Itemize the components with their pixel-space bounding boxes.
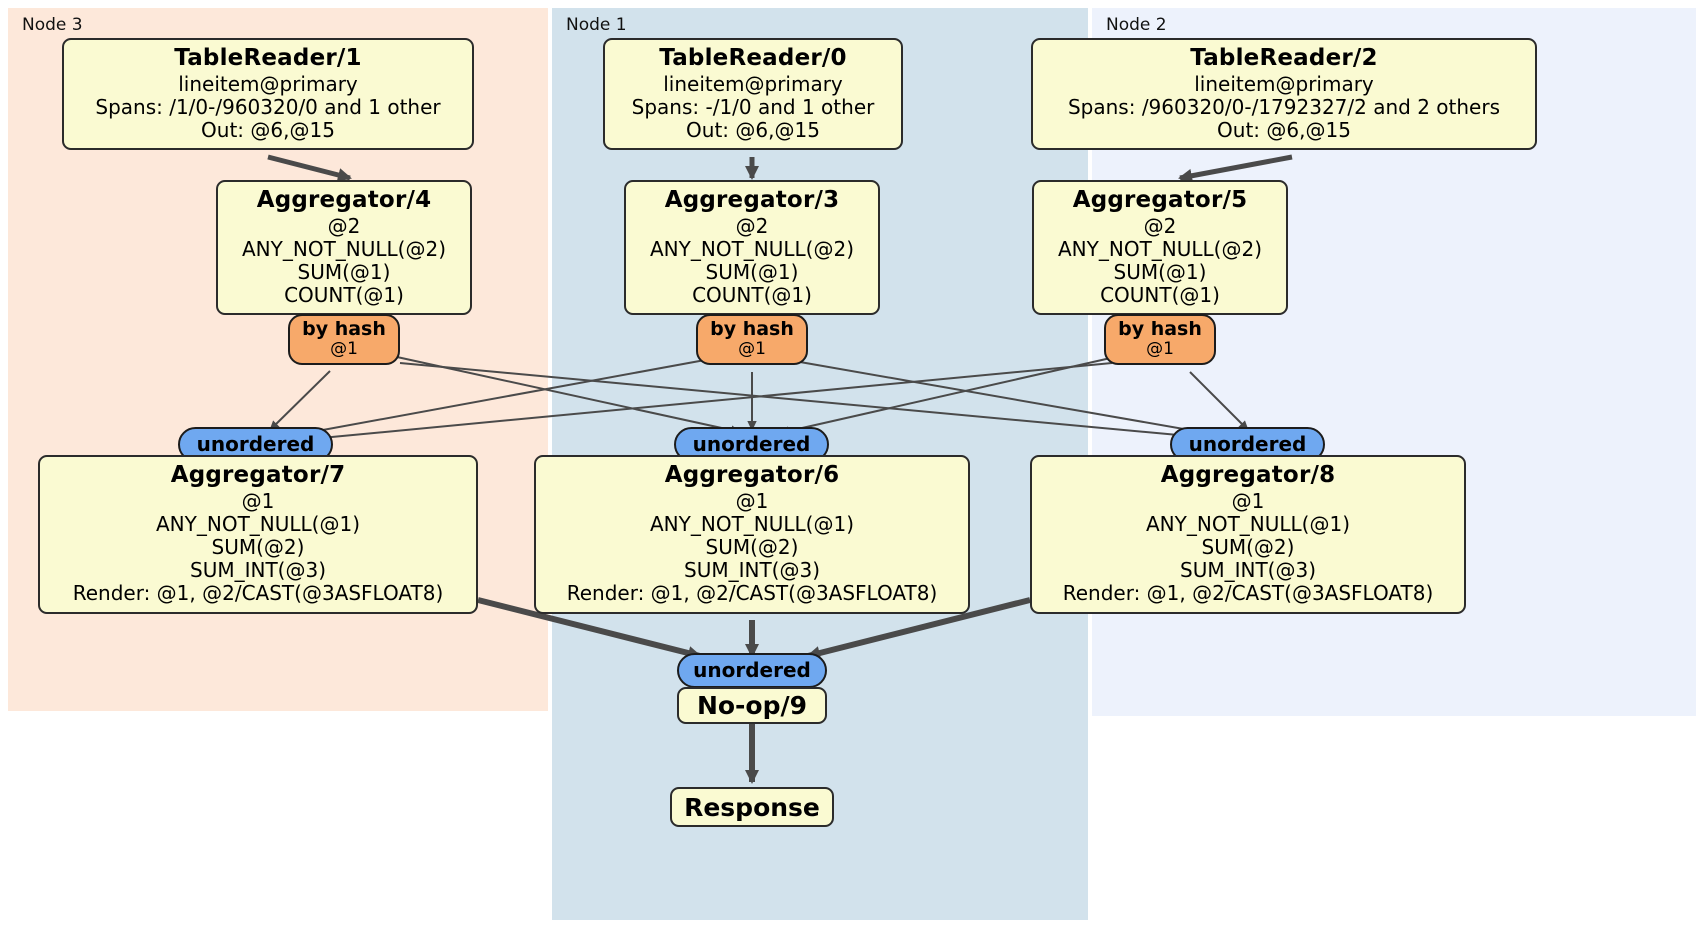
processor-response[interactable]: Response xyxy=(670,787,834,827)
processor-line: lineitem@primary xyxy=(663,71,843,96)
processor-line: lineitem@primary xyxy=(1194,71,1374,96)
processor-line: COUNT(@1) xyxy=(284,283,404,308)
edge-aggregator8-to-unordered-final xyxy=(806,597,1031,660)
node-label-node2: Node 2 xyxy=(1106,15,1167,35)
router-type-label: unordered xyxy=(1188,432,1307,456)
processor-line: Out: @6,@15 xyxy=(686,118,820,143)
processor-line: Spans: -/1/0 and 1 other xyxy=(631,94,875,119)
processor-title: TableReader/2 xyxy=(1190,45,1378,71)
processor-line: SUM_INT(@3) xyxy=(684,558,820,583)
processor-aggregator8[interactable]: Aggregator/8 @1 ANY_NOT_NULL(@1) SUM(@2)… xyxy=(1030,455,1466,614)
edge-hash-center-to-unordered-right xyxy=(799,361,1219,439)
router-type-label: unordered xyxy=(692,432,811,456)
processor-line: lineitem@primary xyxy=(178,71,358,96)
edge-hash-right-to-unordered-left xyxy=(299,362,1113,444)
processor-line: Spans: /960320/0-/1792327/2 and 2 others xyxy=(1067,94,1500,119)
edge-hash-center-to-unordered-left xyxy=(289,359,706,440)
router-unordered-final[interactable]: unordered xyxy=(677,653,827,689)
processor-line: @1 xyxy=(735,488,769,513)
processor-noop9[interactable]: No-op/9 xyxy=(677,687,827,724)
processor-line: SUM(@1) xyxy=(705,260,799,285)
processor-line: SUM(@1) xyxy=(297,260,391,285)
router-type-label: unordered xyxy=(196,432,315,456)
processor-title: Aggregator/4 xyxy=(256,187,432,213)
processor-line: SUM(@1) xyxy=(1113,260,1207,285)
processor-line: @2 xyxy=(735,213,769,238)
processor-line: Render: @1, @2/CAST(@3ASFLOAT8) xyxy=(72,581,444,606)
edge-tablereader2-aggregator2 xyxy=(1178,154,1293,183)
processor-line: @2 xyxy=(327,213,361,238)
router-column-label: @1 xyxy=(330,339,358,360)
processor-line: ANY_NOT_NULL(@2) xyxy=(650,236,854,261)
processor-aggregator3[interactable]: Aggregator/3 @2 ANY_NOT_NULL(@2) SUM(@1)… xyxy=(624,180,880,316)
edge-tablereader1-aggregator4 xyxy=(267,154,352,182)
processor-line: Spans: /1/0-/960320/0 and 1 other xyxy=(95,94,441,119)
processor-line: Render: @1, @2/CAST(@3ASFLOAT8) xyxy=(1062,581,1434,606)
processor-title: Aggregator/7 xyxy=(170,462,346,488)
processor-aggregator6[interactable]: Aggregator/6 @1 ANY_NOT_NULL(@1) SUM(@2)… xyxy=(534,455,970,614)
processor-title: Aggregator/8 xyxy=(1160,462,1336,488)
processor-tablereader0[interactable]: TableReader/0 lineitem@primary Spans: -/… xyxy=(603,38,903,151)
processor-line: SUM(@2) xyxy=(1201,535,1295,560)
router-type-label: by hash xyxy=(1118,318,1202,340)
processor-line: @1 xyxy=(1231,488,1265,513)
router-hash-center[interactable]: by hash @1 xyxy=(696,314,808,366)
processor-title: Aggregator/6 xyxy=(664,462,840,488)
router-column-label: @1 xyxy=(1146,339,1174,360)
edge-hash-left-to-unordered-right xyxy=(399,362,1201,441)
processor-aggregator5[interactable]: Aggregator/5 @2 ANY_NOT_NULL(@2) SUM(@1)… xyxy=(1032,180,1288,316)
processor-line: COUNT(@1) xyxy=(692,283,812,308)
processor-title: TableReader/0 xyxy=(659,45,847,71)
router-type-label: by hash xyxy=(710,318,794,340)
processor-aggregator7[interactable]: Aggregator/7 @1 ANY_NOT_NULL(@1) SUM(@2)… xyxy=(38,455,478,614)
processor-line: SUM(@2) xyxy=(705,535,799,560)
processor-line: Render: @1, @2/CAST(@3ASFLOAT8) xyxy=(566,581,938,606)
processor-title: Aggregator/5 xyxy=(1072,187,1248,213)
processor-line: ANY_NOT_NULL(@1) xyxy=(1146,511,1350,536)
router-column-label: @1 xyxy=(738,339,766,360)
node-label-node3: Node 3 xyxy=(22,15,83,35)
processor-line: SUM(@2) xyxy=(211,535,305,560)
router-type-label: unordered xyxy=(693,658,811,682)
processor-line: ANY_NOT_NULL(@1) xyxy=(156,511,360,536)
processor-line: Out: @6,@15 xyxy=(201,118,335,143)
processor-line: SUM_INT(@3) xyxy=(190,558,326,583)
edge-hash-left-to-unordered-left xyxy=(269,370,331,431)
processor-line: SUM_INT(@3) xyxy=(1180,558,1316,583)
router-type-label: by hash xyxy=(302,318,386,340)
processor-title: No-op/9 xyxy=(696,691,808,720)
processor-tablereader1[interactable]: TableReader/1 lineitem@primary Spans: /1… xyxy=(62,38,474,151)
router-hash-right[interactable]: by hash @1 xyxy=(1104,314,1216,366)
processor-aggregator4[interactable]: Aggregator/4 @2 ANY_NOT_NULL(@2) SUM(@1)… xyxy=(216,180,472,316)
edge-hash-right-to-unordered-right xyxy=(1189,371,1249,431)
edge-hash-left-to-unordered-center xyxy=(396,356,741,435)
router-hash-left[interactable]: by hash @1 xyxy=(288,314,400,366)
edge-aggregator7-to-unordered-final xyxy=(477,597,702,660)
processor-line: COUNT(@1) xyxy=(1100,283,1220,308)
processor-tablereader2[interactable]: TableReader/2 lineitem@primary Spans: /9… xyxy=(1031,38,1537,151)
processor-title: Aggregator/3 xyxy=(664,187,840,213)
processor-title: TableReader/1 xyxy=(174,45,362,71)
processor-line: @2 xyxy=(1143,213,1177,238)
node-label-node1: Node 1 xyxy=(566,15,627,35)
edge-hash-right-to-unordered-center xyxy=(779,356,1116,436)
processor-line: ANY_NOT_NULL(@2) xyxy=(242,236,446,261)
processor-line: @1 xyxy=(241,488,275,513)
processor-line: Out: @6,@15 xyxy=(1217,118,1351,143)
processor-line: ANY_NOT_NULL(@2) xyxy=(1058,236,1262,261)
processor-line: ANY_NOT_NULL(@1) xyxy=(650,511,854,536)
processor-title: Response xyxy=(684,792,820,822)
